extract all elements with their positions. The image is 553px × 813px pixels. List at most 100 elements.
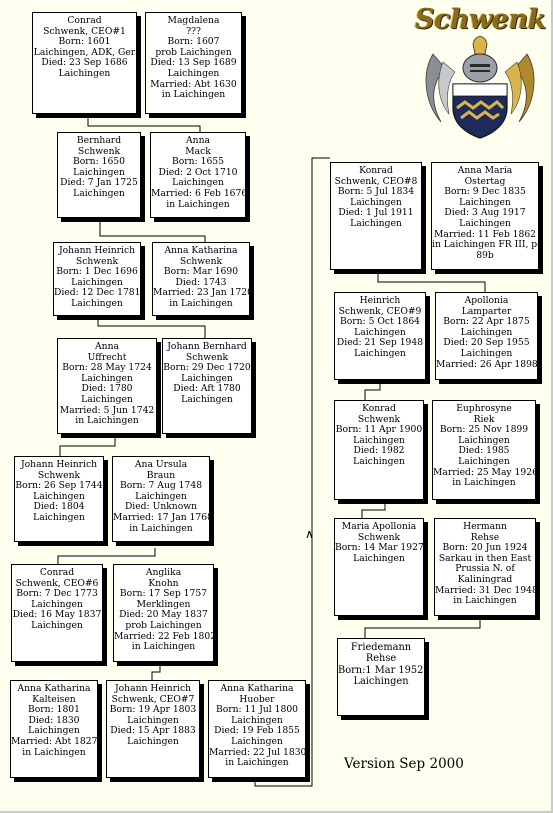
person-line: Knohn	[148, 577, 179, 589]
person-line: prob Laichingen	[125, 619, 202, 631]
person-line: Schwenk, CEO#1	[43, 25, 126, 37]
person-line: Anglika	[145, 567, 182, 578]
connector-line	[254, 157, 330, 787]
person-line: Married: Abt 1827	[11, 735, 98, 747]
person-line: Laichingen	[460, 347, 513, 359]
person-line: Born: 1655	[172, 156, 224, 168]
shield-icon	[425, 36, 535, 139]
person-box: Anna Katharina Kalteisen Born: 1801 Died…	[10, 680, 98, 778]
person-line: Died: 19 Feb 1855	[214, 725, 300, 737]
person-line: Died: 16 May 1837	[12, 609, 102, 621]
person-line: Died: 21 Sep 1948	[336, 337, 424, 349]
person-box: Maria Apollonia Schwenk Born: 14 Mar 192…	[334, 518, 424, 616]
person-box: Anna Uffrecht Born: 28 May 1724 Laiching…	[57, 338, 157, 434]
person-line: Born: 5 Oct 1864	[339, 316, 421, 328]
person-box: Anna Katharina Schwenk Born: Mar 1690 Di…	[152, 242, 250, 316]
person-line: Married: 23 Jan 1720	[153, 287, 250, 299]
person-line: Schwenk	[75, 255, 119, 267]
person-line: Laichingen	[460, 326, 513, 338]
person-box: Konrad Schwenk, CEO#8 Born: 5 Jul 1834 L…	[330, 162, 422, 270]
person-line: Laichingen	[350, 196, 402, 208]
person-line: Born: 25 Nov 1899	[439, 424, 529, 436]
person-line: Married: 5 Jun 1742	[59, 404, 155, 416]
person-line: in Laichingen	[161, 89, 226, 101]
person-line: Johann Bernhard	[167, 341, 247, 352]
person-line: Maria Apollonia	[341, 521, 417, 532]
person-line: Anna Maria	[457, 165, 513, 176]
person-line: Ana Ursula	[134, 459, 188, 470]
person-line: Married: 22 Feb 1802	[114, 630, 214, 642]
person-line: in Laichingen	[131, 641, 196, 653]
person-line: Laichingen	[353, 455, 405, 467]
person-line: Married: 25 May 1926	[433, 466, 536, 478]
person-line: Schwenk, CEO#6	[15, 577, 99, 589]
person-line: Married: 11 Feb 1862	[433, 228, 537, 240]
connector-line	[151, 664, 161, 680]
person-line: Laichingen	[73, 166, 125, 178]
person-line: in Laichingen	[166, 198, 230, 210]
person-line: Born: 20 Jun 1924	[442, 542, 528, 554]
person-line: Schwenk	[357, 531, 401, 543]
person-line: Prussia N. of	[455, 563, 515, 575]
person-line: Died: 1830	[28, 714, 80, 726]
connector-line	[361, 500, 386, 518]
person-box: Magdalena ??? Born: 1607 prob Laichingen…	[145, 12, 242, 114]
person-line: Laichingen	[58, 67, 111, 79]
person-box: Friedemann Rehse Born:1 Mar 1952, Laichi…	[337, 638, 425, 716]
person-line: Schwenk	[179, 255, 223, 267]
person-line: Laichingen	[28, 725, 80, 737]
person-line: Died: 13 Sep 1689	[150, 57, 237, 69]
person-line: Died: 1804	[33, 501, 85, 513]
person-line: Born: 1650	[73, 156, 125, 168]
person-line: 89b	[476, 249, 494, 261]
person-line: Married: 22 Jul 1830	[209, 746, 306, 758]
person-line: Married: Abt 1630	[150, 78, 237, 90]
person-line: Born: 1801	[28, 704, 80, 716]
person-box: Apollonia Lamparter Born: 22 Apr 1875 La…	[435, 292, 538, 380]
person-line: Laichingen	[127, 714, 179, 726]
person-line: Born: 1601	[58, 36, 111, 48]
person-line: Conrad	[39, 567, 75, 578]
person-line: Johann Heinrich	[114, 683, 192, 694]
person-line: Laichingen	[459, 196, 511, 208]
logo-title: Schwenk	[415, 4, 546, 35]
person-line: Riek	[473, 413, 495, 425]
person-line: Lamparter	[461, 305, 512, 317]
person-line: Konrad	[362, 403, 396, 414]
person-line: Laichingen	[231, 735, 283, 747]
person-line: in Laichingen	[129, 522, 193, 534]
person-line: Schwenk	[37, 469, 81, 481]
person-line: Schwenk	[185, 351, 229, 363]
person-line: Died: 1780	[81, 383, 133, 395]
person-line: in Laichingen	[453, 595, 517, 607]
person-box: Hermann Rehse Born: 20 Jun 1924 Sarkau i…	[434, 518, 536, 616]
up-arrow-icon: ∧	[305, 527, 314, 541]
person-box: Bernhard Schwenk Born: 1650 Laichingen D…	[57, 132, 141, 218]
person-line: in Laichingen	[169, 297, 233, 309]
connector-line	[97, 318, 206, 338]
person-line: Married: 6 Feb 1676	[151, 187, 246, 199]
person-line: Schwenk	[77, 145, 121, 157]
person-line: Born: 9 Dec 1835	[444, 186, 526, 198]
person-line: Born: 22 Apr 1875	[443, 316, 530, 328]
person-box: Anna Katharina Huober Born: 11 Jul 1800 …	[208, 680, 306, 778]
person-line: Laichingen	[33, 490, 85, 502]
person-line: Laichingen	[135, 490, 187, 502]
person-line: Hermann	[463, 521, 507, 532]
person-box: Johann Heinrich Schwenk Born: 26 Sep 174…	[14, 456, 104, 542]
connector-line	[57, 548, 156, 564]
person-line: Johann Heinrich	[58, 245, 136, 256]
person-line: Laichingen	[353, 434, 405, 446]
person-line: Laichingen	[31, 619, 83, 631]
person-line: Married: 17 Jan 1768	[113, 511, 210, 523]
person-line: Born: Mar 1690	[163, 266, 239, 278]
person-line: Born: 1 Dec 1696	[56, 266, 138, 278]
connector-line	[59, 435, 116, 456]
person-line: Anna	[95, 341, 119, 352]
person-line: Uffrecht	[87, 351, 127, 363]
person-line: Kaliningrad	[457, 573, 513, 585]
person-line: ???	[186, 25, 201, 37]
person-line: Laichingen	[172, 177, 224, 189]
person-line: in Laichingen	[225, 757, 289, 769]
person-line: Laichingen	[354, 326, 406, 338]
